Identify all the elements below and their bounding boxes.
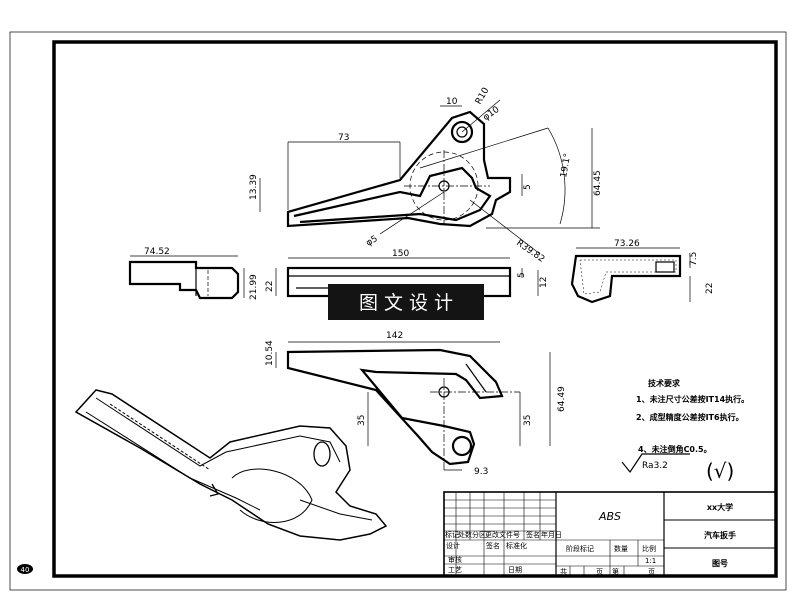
roughness-symbol: (√) [706,459,734,483]
part-bottom-edge [465,363,487,393]
side-right-slot [655,261,675,273]
dim-22-right: 22 [705,283,715,294]
tb-sheet-page2: 页 [648,568,655,576]
tb-header-mark: 标记 [445,530,459,539]
tb-sheet-page1: 页 [596,568,603,576]
tech-item-3: 4、未注倒角C0.5。 [638,444,712,454]
iso-edge-2 [85,411,261,511]
iso-arc [231,468,313,523]
tb-qty-label: 数量 [614,544,628,553]
tb-header-zone: 分区 [472,530,486,539]
watermark-text: 图 文 设 计 [359,292,453,314]
dim-35-left: 35 [357,415,367,426]
dim-93: 9.3 [474,467,488,477]
radius-leader [469,199,541,255]
bottom-view: 10.54 142 35 35 64.49 9.3 [265,331,567,477]
page-marker-text: 40 [21,566,30,574]
top-view: 10 R10 φ10 73 13.39 64.45 19.1° 5 φ5 R39… [249,86,603,265]
tech-title: 技术要求 [648,378,681,388]
dim-phi10: φ10 [481,105,501,123]
dim-7326: 73.26 [614,239,640,249]
tb-date: 日期 [508,566,522,574]
tb-header-sign: 签名 [526,530,540,539]
isometric-view [74,389,388,541]
dim-6449: 64.49 [557,386,567,412]
tech-item-1: 1、未注尺寸公差按IT14执行。 [636,394,749,404]
dim-22-front: 22 [265,281,275,292]
tb-part-name: 汽车扳手 [704,530,736,540]
watermark-box [328,284,484,320]
surface-roughness: Ra3.2 (√) [621,453,734,483]
tb-scale: 1:1 [645,557,656,565]
r10-leader [461,99,501,133]
tb-design-sign: 签名 [486,541,500,550]
dim-r3982: R39.82 [514,238,546,265]
dim-12: 12 [539,277,549,288]
dim-142: 142 [386,331,403,341]
tb-review: 审核 [448,555,462,564]
phi5-leader [379,191,445,235]
dim-1054: 10.54 [265,340,275,366]
roughness-value: Ra3.2 [642,461,668,471]
tech-item-2: 2、成型精度公差按IT6执行。 [636,412,744,422]
tb-header-count: 处数 [458,530,472,539]
dim-73: 73 [338,133,349,143]
dim-1339: 13.39 [249,174,259,200]
part-outline-bottom [286,348,504,466]
dim-6445: 64.45 [593,170,603,196]
hatch-area [579,259,677,295]
side-view-left [128,260,240,300]
tb-sheet-no: 第 [612,567,619,576]
tb-standard: 标准化 [506,541,527,550]
iso-outline [74,389,388,541]
title-block [443,491,777,577]
outer-frame [9,31,787,591]
dim-7452: 74.52 [144,247,170,257]
dim-phi5: φ5 [365,234,380,248]
dim-5-top: 5 [523,184,533,190]
tb-material: ABS [598,510,621,523]
tb-drawing-no: 图号 [712,559,728,568]
tb-sheet-total: 共 [560,567,567,576]
dim-r10: R10 [474,86,492,107]
tb-process: 工艺 [448,566,462,574]
side-view-right [570,254,682,304]
part-outline-top [286,110,512,228]
tb-school: xx大学 [707,502,733,512]
dim-angle: 19.1° [559,153,573,179]
angle-arc [547,127,566,225]
title-block-text: 标记 处数 分区 更改文件号 签名 年月日 设计 签名 标准化 审核 工艺 日期… [445,502,736,576]
dim-35-right: 35 [523,415,533,426]
hole-bottom [451,435,473,457]
dim-2199: 21.99 [249,274,259,300]
roughness-mark [621,453,690,474]
iso-hole [313,441,331,467]
tb-scale-label: 比例 [642,544,656,553]
page-marker [17,564,33,574]
angle-line [419,127,549,169]
iso-edge-4 [299,499,373,521]
tb-header-file: 更改文件号 [485,530,520,539]
iso-edge-1 [95,397,341,467]
middle-views: 74.52 21.99 22 150 5 12 图 文 设 计 73.26 7.… [128,239,715,320]
tb-design: 设计 [446,541,460,550]
dim-10: 10 [446,97,458,107]
inner-frame [52,40,778,578]
dim-75: 7.5 [689,252,699,266]
part-inner-top [293,166,492,224]
hole-top-inner [456,126,468,138]
hole-top [450,120,474,144]
dim-5-mid: 5 [517,272,527,278]
tb-stage-label: 阶段标记 [566,544,594,553]
tech-requirements: 技术要求 1、未注尺寸公差按IT14执行。 2、成型精度公差按IT6执行。 4、… [636,378,749,454]
tb-header-date: 年月日 [541,530,562,539]
dim-150: 150 [392,249,409,259]
iso-notch [209,483,220,497]
